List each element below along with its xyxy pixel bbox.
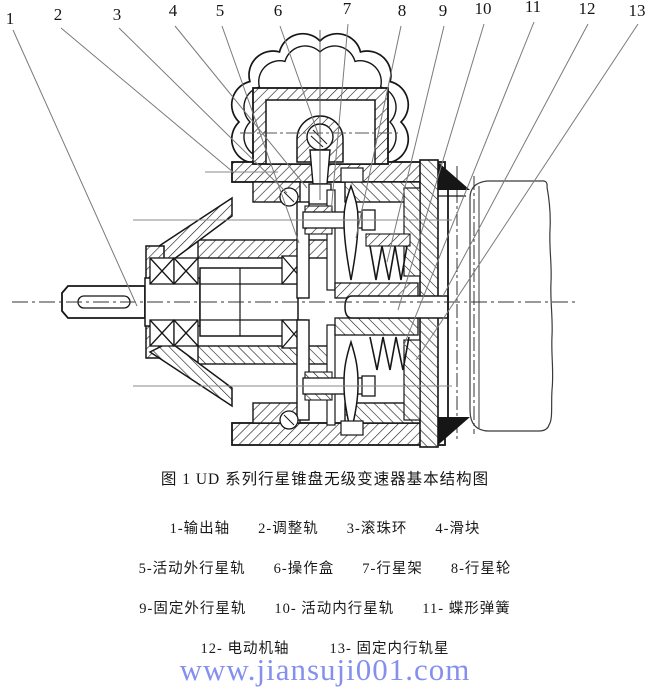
callout-1: 1 <box>5 9 15 28</box>
parts-legend: 1-输出轴 2-调整轨 3-滚珠环 4-滑块 5-活动外行星轨 6-操作盒 7-行星架 8-… <box>0 509 650 669</box>
legend-row-1: 1-输出轴 2-调整轨 3-滚珠环 4-滑块 <box>0 509 650 549</box>
centerlines <box>12 30 575 387</box>
legend-item: 5-活动外行星轨 <box>138 561 246 577</box>
motor-body <box>456 166 554 442</box>
leader-lines <box>12 21 639 361</box>
callout-7: 7 <box>342 0 352 18</box>
legend-item: 12- 电动机轴 <box>200 641 290 657</box>
legend-item: 7-行星架 <box>362 561 423 577</box>
legend-item: 6-操作盒 <box>273 561 335 577</box>
legend-row-2: 5-活动外行星轨 6-操作盒 7-行星架 8-行星轮 <box>0 549 650 589</box>
callout-2: 2 <box>53 5 63 24</box>
legend-item: 10- 活动内行星轨 <box>274 601 395 617</box>
legend-item: 1-输出轴 <box>169 521 231 537</box>
legend-item: 9-固定外行星轨 <box>139 601 247 617</box>
motor-flange <box>438 190 466 419</box>
disc-spring-upper <box>369 245 408 281</box>
planetary-mechanism <box>279 167 449 436</box>
watermark: www.jiansuji001.com <box>179 652 471 687</box>
legend-row-4: 12- 电动机轴 13- 固定内行轨星 <box>0 629 650 669</box>
legend-item: 2-调整轨 <box>258 521 319 537</box>
callout-4: 4 <box>168 1 178 20</box>
callout-11: 11 <box>524 0 542 16</box>
callout-6: 6 <box>273 1 283 20</box>
legend-item: 3-滚珠环 <box>346 521 408 537</box>
planet-cone-wheel-upper <box>343 183 359 281</box>
cross-section-drawing <box>12 21 639 448</box>
legend-item: 11- 蝶形弹簧 <box>422 601 511 617</box>
disc-spring-lower <box>369 336 410 371</box>
legend-item: 8-行星轮 <box>450 561 512 577</box>
inner-rail-lower <box>334 317 419 336</box>
motor-shaft <box>344 295 449 319</box>
callout-12: 12 <box>578 0 596 18</box>
callout-8: 8 <box>397 1 407 20</box>
callout-9: 9 <box>438 1 448 20</box>
operating-box <box>252 87 389 205</box>
figure-caption: 图 1 UD 系列行星锥盘无级变速器基本结构图 <box>160 471 490 488</box>
callout-3: 3 <box>112 5 122 24</box>
legend-row-3: 9-固定外行星轨 10- 活动内行星轨 11- 蝶形弹簧 <box>0 589 650 629</box>
callout-13: 13 <box>628 1 646 20</box>
legend-item: 13- 固定内行轨星 <box>329 641 450 657</box>
legend-item: 4-滑块 <box>435 521 481 537</box>
callout-5: 5 <box>215 1 225 20</box>
callout-10: 10 <box>474 0 492 18</box>
